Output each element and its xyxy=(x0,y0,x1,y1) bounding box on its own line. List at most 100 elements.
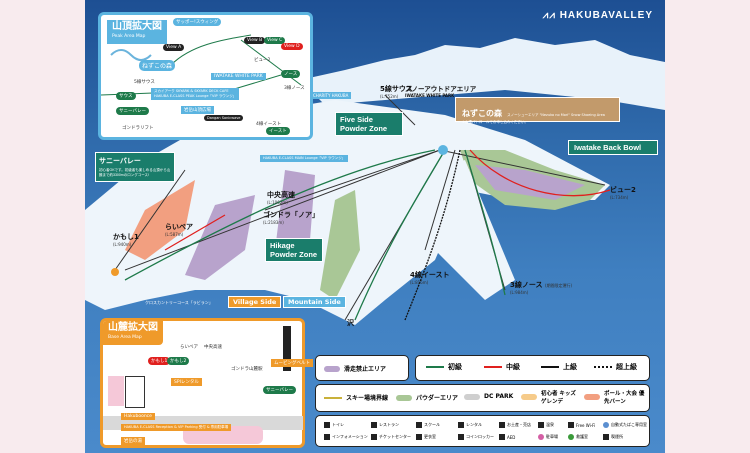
legend-areas: スキー場境界線 パウダーエリア DC PARK 初心者 キッズゲレンデ ポール・… xyxy=(315,384,650,412)
legend-difficulty: 初級 中級 上級 超上級 xyxy=(415,355,650,381)
onsen-icon xyxy=(538,422,544,428)
no-ski-area xyxy=(185,195,255,280)
lift-label: 沢 xyxy=(347,319,354,327)
view-d-tag: View D xyxy=(281,43,303,50)
lift-label: らいベア(L:587m) xyxy=(165,223,193,237)
peak-label: 3線ノース xyxy=(284,86,305,91)
peak-label: ノース xyxy=(281,70,301,78)
view-a-tag: View A xyxy=(163,44,185,51)
peak-lounge-label: スカイアーク SKYARK & SKYARK DECK CAFE HAKUBA … xyxy=(151,88,239,100)
base-label: Hakuboonce xyxy=(121,413,155,420)
village-side-label: Village Side xyxy=(228,296,282,308)
lift-label: 4線イースト(L:815m) xyxy=(410,271,450,285)
lift-label: かもし1(L:940m) xyxy=(113,233,139,247)
nezuko-desc: ※山頂パトロールでお申し込みください。 xyxy=(462,120,529,124)
locker-room-icon xyxy=(416,434,422,440)
base-label: ゴンドラ山麓駅 xyxy=(231,367,263,372)
five-side-powder-zone: Five Side Powder Zone xyxy=(335,112,403,136)
snow-runs xyxy=(415,160,515,300)
toilet-icon xyxy=(324,422,330,428)
powder-area xyxy=(320,190,360,300)
sunny-valley-desc: 初心者OKです。初級者も楽しめる山頂から山麓まで約3300mのロングコース! xyxy=(99,168,171,177)
peak-label: Dangan Sonicwave xyxy=(204,115,244,121)
ticket-icon xyxy=(371,434,377,440)
advanced-line xyxy=(541,366,559,368)
peak-label: ビュー2 xyxy=(254,58,271,63)
first-aid-icon xyxy=(568,434,574,440)
moving-belt xyxy=(283,326,291,371)
ski-map: ⩘⩘ HAKUBAVALLEY Five Side Powder Zone Iw… xyxy=(85,0,665,453)
view-c-tag: View C xyxy=(264,37,286,44)
terrain xyxy=(85,38,665,325)
intermediate-line xyxy=(484,366,502,368)
peak-label: イースト xyxy=(266,127,290,135)
smoking-booth-icon xyxy=(603,422,609,428)
main-lounge-label: HAKUBA E-CLASS MAIN Lounge「VIP ラウンジ」 xyxy=(260,155,349,162)
peak-label: ねずこの森 xyxy=(139,60,176,71)
shop-icon xyxy=(499,422,505,428)
building xyxy=(125,376,145,408)
peak-label: 5線サウス xyxy=(134,80,155,85)
nezuko-sub: スノーシューエリア "Nezuko no Mori" Snow Shoeing … xyxy=(507,113,605,117)
snow-peaks xyxy=(300,38,665,110)
peak-label: 岩岳山頂広場 xyxy=(181,106,214,114)
iwatake-back-bowl: Iwatake Back Bowl xyxy=(568,140,658,155)
lift-label: 5線サウス(L:752m) xyxy=(380,85,413,99)
boundary-line xyxy=(324,396,342,399)
xc-course-label: クロスカントリーコース「ラビラン」 xyxy=(145,300,213,305)
peak-label: ゴンドラリフト xyxy=(122,126,154,131)
no-ski-area xyxy=(475,165,585,200)
peak-label: サウス xyxy=(116,92,136,100)
smoking-area-icon xyxy=(603,434,609,440)
legend-no-ski: 滑走禁止エリア xyxy=(315,355,409,381)
base-label: かもし2 xyxy=(167,357,190,365)
rental-icon xyxy=(458,422,464,428)
parking-icon xyxy=(538,434,544,440)
coin-locker-icon xyxy=(458,434,464,440)
sunny-valley-title: サニーバレー xyxy=(99,158,141,165)
base-label: ムービングベルト xyxy=(271,359,313,367)
info-icon xyxy=(324,434,330,440)
base-label: SPIレンタル xyxy=(171,378,202,386)
view-b-tag: View B xyxy=(244,37,266,44)
hikage-powder-zone: Hikage Powder Zone xyxy=(265,238,323,262)
nezuko-title: ねずこの森 xyxy=(462,109,502,118)
charity-hakuba: CHARITY HAKUBA xyxy=(310,92,352,99)
base-label: HAKUBA E-CLASS Reception & VIP Parking 受… xyxy=(121,424,232,431)
base-label: 岩岳の湯 xyxy=(121,437,145,445)
base-label: 中央高速 xyxy=(204,345,222,350)
pole-area xyxy=(125,180,195,260)
lift-label: ゴンドラ「ノア」(L:2183m) xyxy=(263,211,319,225)
logo-text: HAKUBAVALLEY xyxy=(559,10,653,21)
beginner-line xyxy=(426,366,444,368)
nezuko-forest-box: ねずこの森 スノーシューエリア "Nezuko no Mori" Snow Sh… xyxy=(455,97,620,124)
base-label: サニーバレー xyxy=(263,386,296,394)
parking-area xyxy=(108,376,124,406)
runs xyxy=(124,149,611,321)
sunny-valley-box: サニーバレー 初心者OKです。初級者も楽しめる山頂から山麓まで約3300mのロン… xyxy=(95,152,175,182)
no-ski-area xyxy=(275,170,315,250)
hakuba-valley-logo: ⩘⩘ HAKUBAVALLEY xyxy=(543,10,653,21)
base-station xyxy=(111,268,119,276)
peak-label: IWATAKE WHITE PARK xyxy=(211,73,266,80)
gondola-summit-station xyxy=(438,145,448,155)
lift-label: ビュー2(L:734m) xyxy=(610,186,636,200)
logo-mark-icon: ⩘⩘ xyxy=(542,10,560,21)
wifi-icon xyxy=(568,422,574,428)
restaurant-icon xyxy=(371,422,377,428)
mountain-side-label: Mountain Side xyxy=(283,296,346,308)
peak-label: サニーバレー xyxy=(116,107,149,115)
school-icon xyxy=(416,422,422,428)
expert-line xyxy=(594,366,612,368)
aed-icon xyxy=(499,434,505,440)
base-label: かもし1 xyxy=(148,357,171,365)
peak-label: 4線イースト xyxy=(256,122,282,127)
peak-label: サッポー!スウィング xyxy=(173,18,222,26)
no-ski-swatch xyxy=(324,365,340,372)
lift-label: 3線ノース (期間限定運行)(L:984m) xyxy=(510,281,573,295)
lift-label: 中央高速(L:1062m) xyxy=(267,191,295,205)
